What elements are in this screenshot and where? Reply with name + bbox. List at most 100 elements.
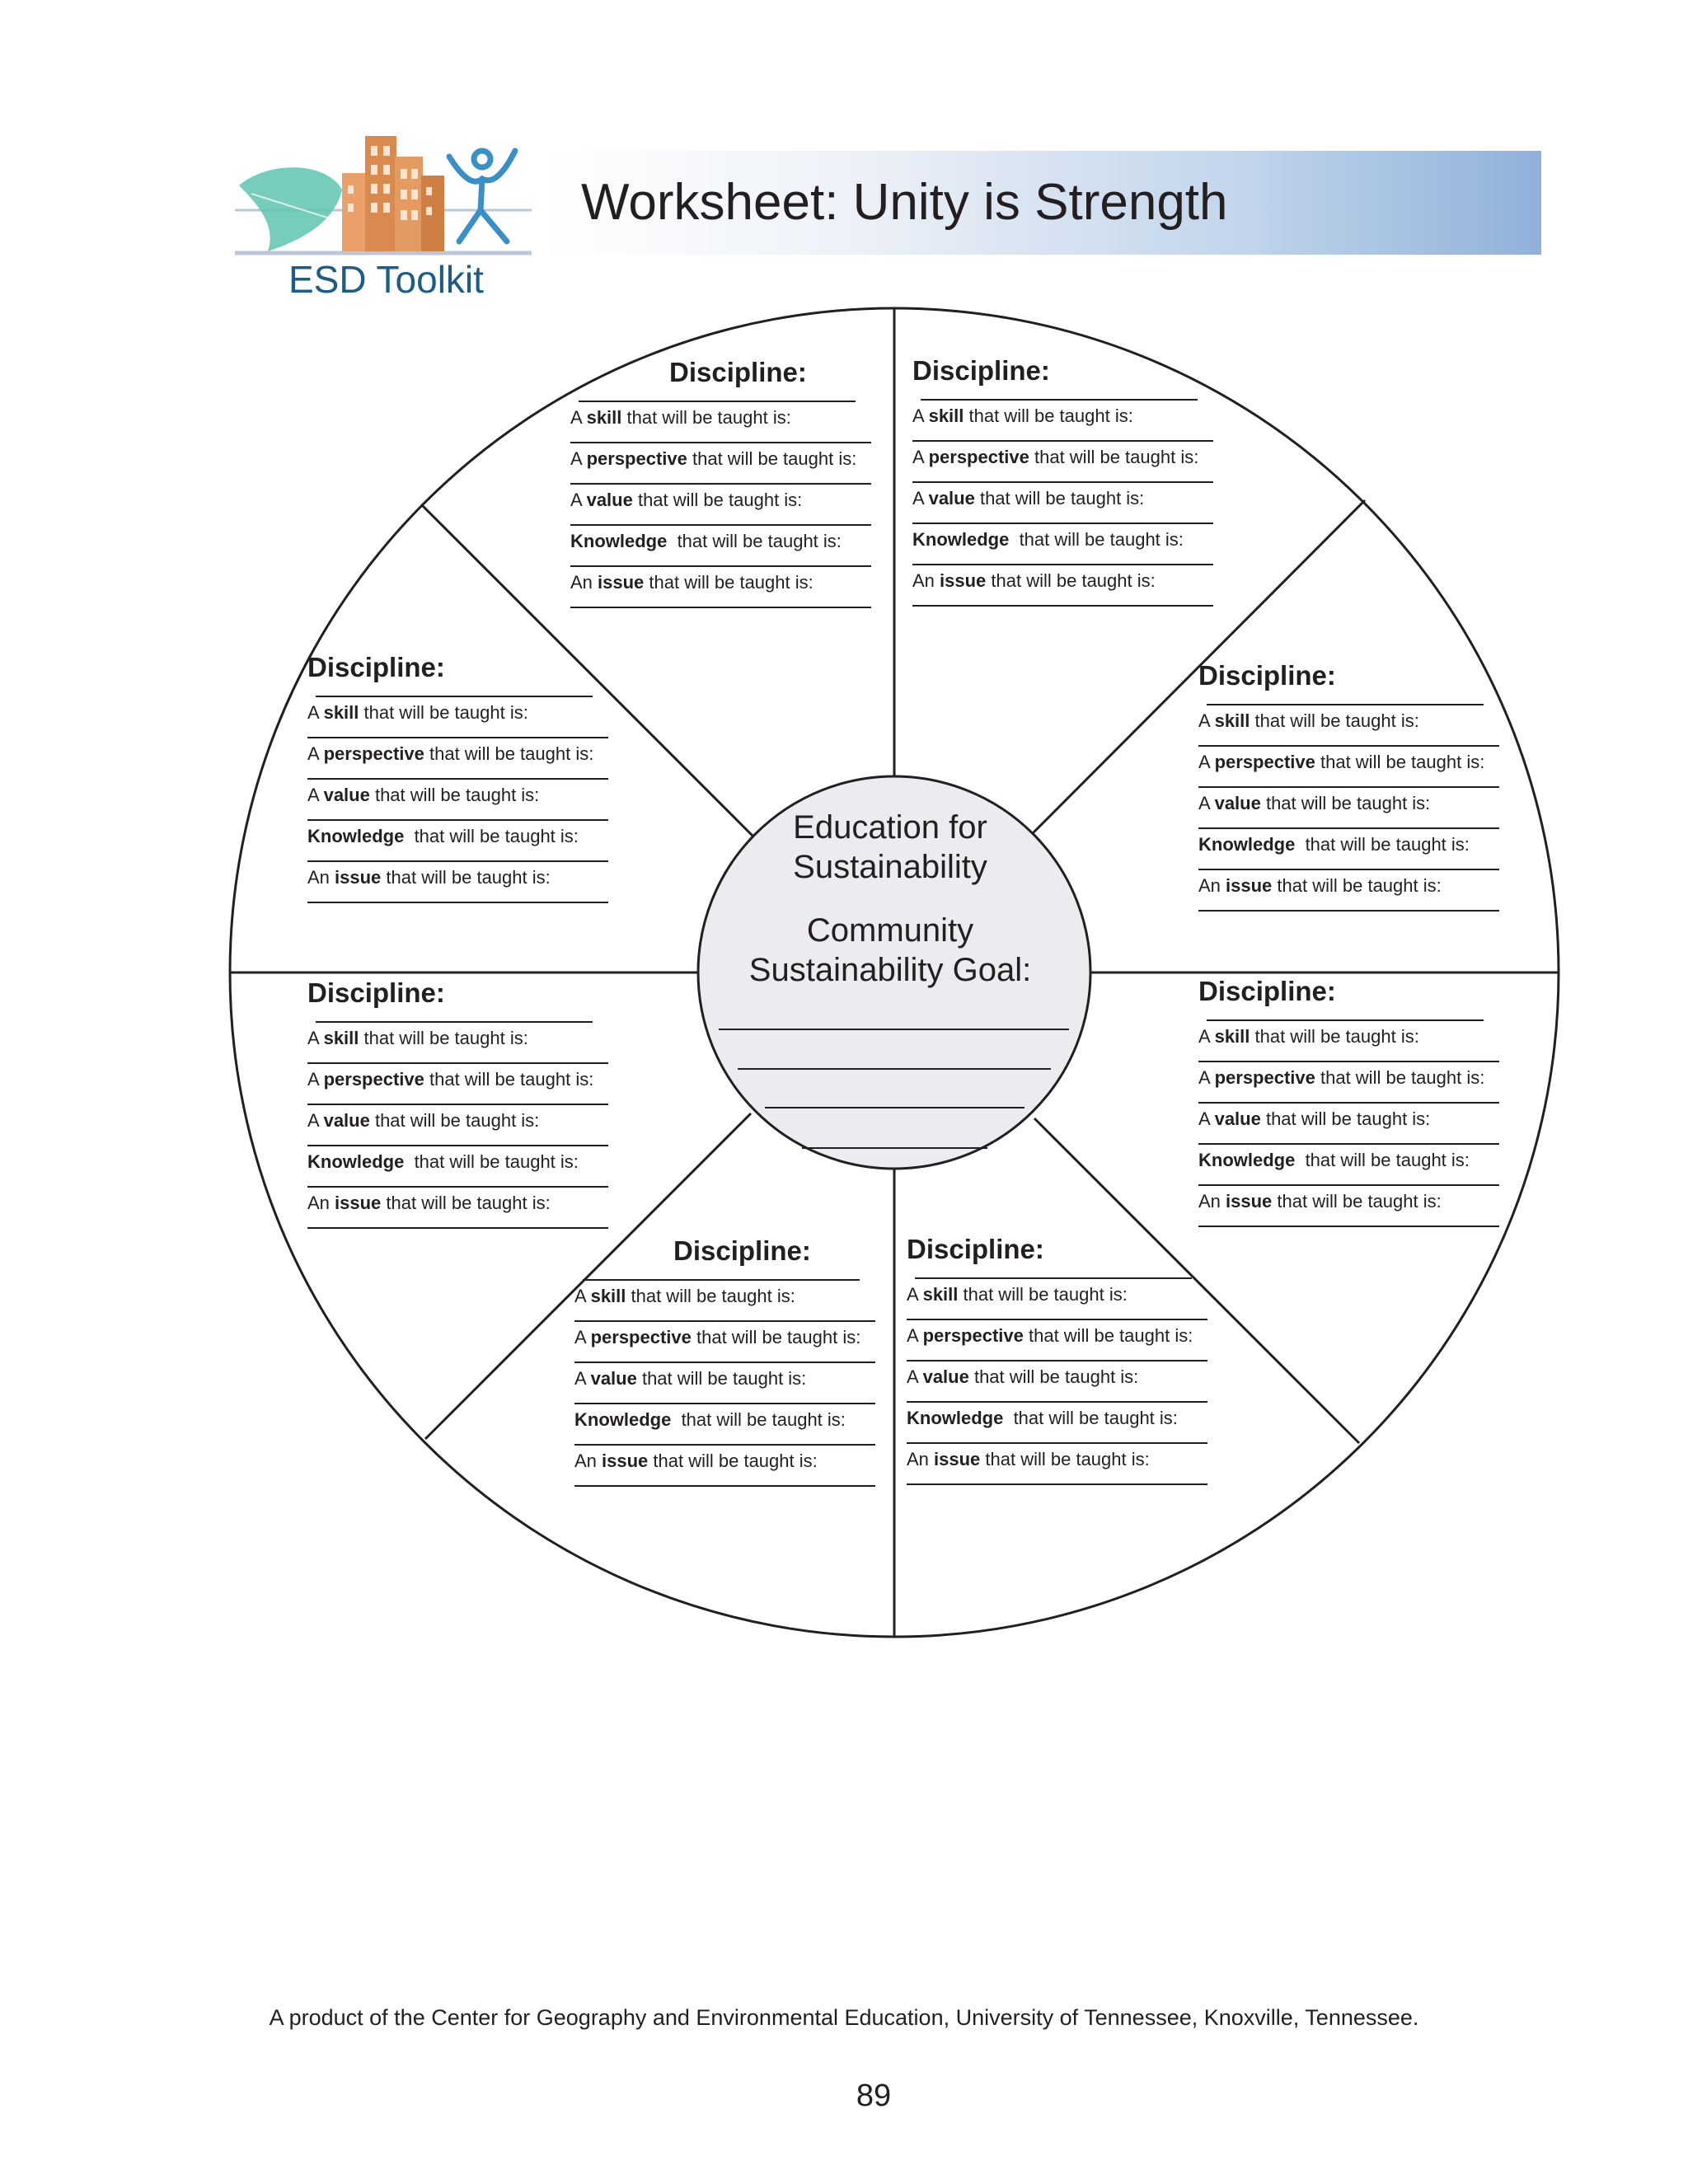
center-circle [696, 775, 1092, 1170]
value-answer-line[interactable] [574, 1391, 875, 1404]
issue-prompt: An issue that will be taught is: [307, 1193, 551, 1213]
footer-credit: A product of the Center for Geography an… [269, 2005, 1419, 2030]
perspective-answer-line[interactable] [307, 1092, 608, 1105]
goal-answer-line[interactable] [738, 1068, 1051, 1070]
skill-answer-line[interactable] [574, 1309, 875, 1322]
esd-toolkit-logo [235, 136, 532, 255]
perspective-answer-line[interactable] [1198, 1090, 1499, 1104]
issue-answer-line[interactable] [307, 1216, 608, 1229]
perspective-answer-line[interactable] [307, 766, 608, 780]
issue-prompt: An issue that will be taught is: [570, 572, 814, 593]
title-bar [540, 151, 1541, 255]
skill-answer-line[interactable] [907, 1307, 1207, 1320]
discipline-answer-line[interactable] [921, 389, 1198, 401]
knowledge-answer-line[interactable] [307, 1174, 608, 1188]
discipline-label: Discipline: [307, 977, 445, 1008]
spoke-upper-right [1031, 499, 1367, 835]
skill-answer-line[interactable] [307, 725, 608, 738]
value-prompt: A value that will be taught is: [907, 1366, 1139, 1387]
skill-prompt: A skill that will be taught is: [574, 1286, 795, 1306]
discipline-label: Discipline: [673, 1235, 811, 1266]
perspective-answer-line[interactable] [907, 1348, 1207, 1361]
perspective-answer-line[interactable] [570, 471, 871, 485]
value-prompt: A value that will be taught is: [570, 490, 803, 510]
issue-answer-line[interactable] [907, 1472, 1207, 1485]
discipline-label: Discipline: [307, 652, 445, 682]
knowledge-answer-line[interactable] [907, 1431, 1207, 1444]
perspective-answer-line[interactable] [912, 470, 1213, 483]
skill-answer-line[interactable] [1198, 1049, 1499, 1062]
perspective-answer-line[interactable] [1198, 775, 1499, 788]
skill-prompt: A skill that will be taught is: [907, 1284, 1128, 1305]
value-answer-line[interactable] [570, 513, 871, 526]
spoke-lower-right [1033, 1117, 1361, 1445]
discipline-answer-line[interactable] [316, 1011, 593, 1023]
issue-answer-line[interactable] [307, 890, 608, 903]
issue-answer-line[interactable] [570, 595, 871, 608]
sector-top-left: Discipline: A skill that will be taught … [570, 354, 917, 608]
discipline-label: Discipline: [669, 357, 807, 387]
discipline-answer-line[interactable] [579, 391, 856, 402]
issue-prompt: An issue that will be taught is: [574, 1451, 818, 1471]
perspective-prompt: A perspective that will be taught is: [307, 1069, 594, 1090]
perspective-prompt: A perspective that will be taught is: [907, 1325, 1193, 1346]
goal-answer-line[interactable] [719, 1029, 1069, 1030]
page-title: Worksheet: Unity is Strength [581, 174, 1228, 231]
knowledge-answer-line[interactable] [570, 554, 871, 567]
sector-left-lower: Discipline: A skill that will be taught … [307, 975, 654, 1229]
knowledge-prompt: Knowledge that will be taught is: [570, 531, 842, 551]
issue-answer-line[interactable] [1198, 898, 1499, 912]
issue-answer-line[interactable] [574, 1474, 875, 1487]
value-answer-line[interactable] [907, 1390, 1207, 1403]
center-title: Education for Sustainability [793, 809, 987, 885]
discipline-answer-line[interactable] [316, 686, 593, 697]
page-number: 89 [856, 2079, 892, 2113]
issue-answer-line[interactable] [1198, 1214, 1499, 1227]
discipline-answer-line[interactable] [1207, 1010, 1484, 1021]
perspective-answer-line[interactable] [574, 1350, 875, 1363]
sector-top-right: Discipline: A skill that will be taught … [912, 353, 1259, 607]
community-goal-label: Community Sustainability Goal: [748, 912, 1032, 988]
discipline-answer-line[interactable] [583, 1269, 860, 1281]
value-answer-line[interactable] [307, 808, 608, 821]
knowledge-answer-line[interactable] [1198, 1173, 1499, 1186]
sector-bottom-right: Discipline: A skill that will be taught … [907, 1231, 1253, 1485]
value-prompt: A value that will be taught is: [1198, 793, 1431, 813]
knowledge-answer-line[interactable] [912, 552, 1213, 565]
perspective-prompt: A perspective that will be taught is: [912, 447, 1199, 467]
buildings-icon [342, 136, 444, 251]
perspective-prompt: A perspective that will be taught is: [574, 1327, 861, 1347]
value-answer-line[interactable] [1198, 816, 1499, 829]
discipline-answer-line[interactable] [1207, 694, 1484, 705]
knowledge-answer-line[interactable] [307, 849, 608, 862]
skill-answer-line[interactable] [1198, 733, 1499, 747]
goal-answer-line[interactable] [765, 1107, 1025, 1108]
spoke-upper-left [420, 503, 755, 838]
skill-answer-line[interactable] [912, 429, 1213, 442]
knowledge-answer-line[interactable] [574, 1432, 875, 1446]
skill-answer-line[interactable] [307, 1051, 608, 1064]
perspective-prompt: A perspective that will be taught is: [1198, 1067, 1485, 1088]
issue-prompt: An issue that will be taught is: [1198, 1191, 1442, 1212]
discipline-label: Discipline: [912, 355, 1050, 386]
discipline-label: Discipline: [907, 1234, 1044, 1264]
discipline-answer-line[interactable] [915, 1268, 1192, 1279]
value-prompt: A value that will be taught is: [574, 1368, 807, 1389]
knowledge-answer-line[interactable] [1198, 857, 1499, 870]
skill-prompt: A skill that will be taught is: [1198, 1026, 1419, 1047]
goal-answer-line[interactable] [802, 1147, 987, 1149]
skill-answer-line[interactable] [570, 430, 871, 443]
value-answer-line[interactable] [307, 1133, 608, 1146]
value-answer-line[interactable] [912, 511, 1213, 524]
value-prompt: A value that will be taught is: [912, 488, 1145, 509]
value-answer-line[interactable] [1198, 1132, 1499, 1145]
person-icon [446, 148, 518, 245]
skill-prompt: A skill that will be taught is: [307, 702, 528, 723]
perspective-prompt: A perspective that will be taught is: [1198, 752, 1485, 772]
issue-prompt: An issue that will be taught is: [907, 1449, 1150, 1469]
sector-bottom-left: Discipline: A skill that will be taught … [574, 1233, 921, 1487]
issue-answer-line[interactable] [912, 593, 1213, 607]
sector-right-upper: Discipline: A skill that will be taught … [1198, 658, 1545, 912]
skill-prompt: A skill that will be taught is: [307, 1028, 528, 1048]
